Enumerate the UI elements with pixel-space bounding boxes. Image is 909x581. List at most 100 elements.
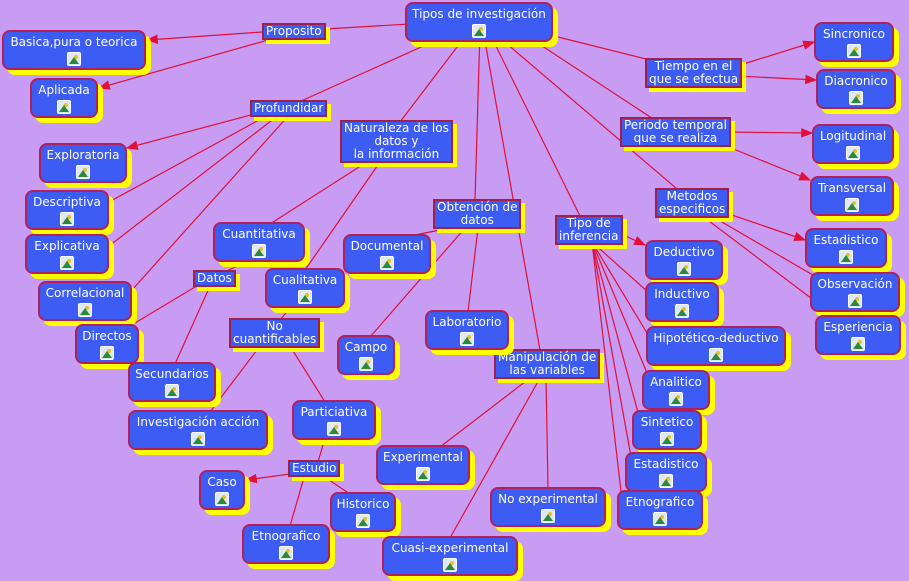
image-icon[interactable] — [848, 294, 862, 308]
concept-exploratoria[interactable]: Exploratoria — [39, 143, 127, 183]
concept-etnografico-2[interactable]: Etnografico — [617, 490, 703, 530]
link-label: Proposito — [266, 24, 322, 38]
connector-line — [736, 40, 816, 67]
image-icon[interactable] — [165, 384, 179, 398]
image-icon[interactable] — [669, 392, 683, 406]
concept-sintetico[interactable]: Sintetico — [632, 410, 702, 450]
image-icon[interactable] — [677, 262, 691, 276]
concept-etnografico-1[interactable]: Etnografico — [242, 524, 330, 564]
concept-laboratorio[interactable]: Laboratorio — [425, 310, 509, 350]
image-icon[interactable] — [846, 146, 860, 160]
image-icon[interactable] — [839, 250, 853, 264]
concept-diacronico[interactable]: Diacronico — [816, 69, 896, 109]
link-profundidar[interactable]: Profundidar — [250, 100, 328, 117]
image-icon[interactable] — [851, 337, 865, 351]
link-label: Tiempo en el — [654, 59, 733, 73]
image-icon[interactable] — [380, 256, 394, 270]
connector-line — [725, 128, 814, 138]
image-icon[interactable] — [653, 512, 667, 526]
connector-line — [545, 377, 549, 490]
image-icon[interactable] — [60, 212, 74, 226]
image-icon[interactable] — [252, 244, 266, 258]
image-icon[interactable] — [76, 165, 90, 179]
image-icon[interactable] — [298, 290, 312, 304]
image-icon[interactable] — [472, 24, 486, 38]
concept-campo[interactable]: Campo — [337, 335, 395, 375]
concept-estadistico-1[interactable]: Estadistico — [625, 452, 707, 492]
concept-investigacion-accion[interactable]: Investigación acción — [128, 410, 268, 450]
image-icon[interactable] — [60, 256, 74, 270]
concept-descriptiva[interactable]: Descriptiva — [25, 190, 109, 230]
image-icon[interactable] — [675, 304, 689, 318]
image-icon[interactable] — [845, 198, 859, 212]
link-label: Tipo de — [566, 216, 611, 230]
concept-estadistico-2[interactable]: Estadistico — [805, 228, 887, 268]
concept-cuasi-experimental[interactable]: Cuasi-experimental — [382, 536, 518, 576]
concept-label: Estadistico — [633, 457, 699, 471]
concept-experimental[interactable]: Experimental — [376, 445, 470, 485]
image-icon[interactable] — [359, 357, 373, 371]
image-icon[interactable] — [356, 514, 370, 528]
image-icon[interactable] — [709, 348, 723, 362]
concept-correlacional[interactable]: Correlacional — [38, 281, 132, 321]
image-icon[interactable] — [191, 432, 205, 446]
concept-observacion[interactable]: Observación — [810, 272, 900, 312]
image-icon[interactable] — [659, 474, 673, 488]
concept-no-experimental[interactable]: No experimental — [490, 487, 606, 527]
concept-transversal[interactable]: Transversal — [810, 176, 894, 216]
concept-label: Laboratorio — [432, 315, 502, 329]
image-icon[interactable] — [78, 303, 92, 317]
concept-aplicada[interactable]: Aplicada — [30, 78, 98, 118]
image-icon[interactable] — [327, 422, 341, 436]
connector-line — [399, 29, 471, 123]
link-label: la información — [353, 147, 440, 161]
concept-cuantitativa[interactable]: Cuantitativa — [213, 222, 305, 262]
image-icon[interactable] — [279, 546, 293, 560]
image-icon[interactable] — [443, 558, 457, 572]
image-icon[interactable] — [57, 100, 71, 114]
concept-hipotetico-deductivo[interactable]: Hipotético-deductivo — [646, 326, 786, 366]
image-icon[interactable] — [67, 52, 81, 66]
concept-label: Logitudinal — [819, 129, 887, 143]
link-datos[interactable]: Datos — [193, 270, 236, 287]
concept-tipos-de-investigacion[interactable]: Tipos de investigación — [405, 2, 553, 42]
concept-inductivo[interactable]: Inductivo — [645, 282, 719, 322]
concept-directos[interactable]: Directos — [75, 324, 139, 364]
concept-esperiencia[interactable]: Esperiencia — [815, 315, 901, 355]
concept-deductivo[interactable]: Deductivo — [645, 240, 723, 280]
image-icon[interactable] — [100, 346, 114, 360]
image-icon[interactable] — [215, 492, 229, 506]
connector-line — [97, 37, 276, 90]
image-icon[interactable] — [460, 332, 474, 346]
image-icon[interactable] — [416, 467, 430, 481]
concept-secundarios[interactable]: Secundarios — [128, 362, 216, 402]
concept-caso[interactable]: Caso — [199, 470, 245, 510]
concept-documental[interactable]: Documental — [343, 234, 431, 274]
image-icon[interactable] — [541, 509, 555, 523]
link-estudio[interactable]: Estudio — [288, 460, 341, 477]
concept-explicativa[interactable]: Explicativa — [25, 234, 109, 274]
concept-sincronico[interactable]: Sincronico — [814, 22, 894, 62]
connector-line — [482, 29, 541, 351]
image-icon[interactable] — [847, 44, 861, 58]
concept-historico[interactable]: Historico — [330, 492, 396, 532]
concept-label: Basica,pura o teorica — [10, 35, 138, 49]
concept-basica[interactable]: Basica,pura o teorica — [2, 30, 146, 70]
concept-cualitativa[interactable]: Cualitativa — [265, 268, 345, 308]
image-icon[interactable] — [849, 91, 863, 105]
concept-particiativa[interactable]: Particiativa — [292, 400, 376, 440]
link-proposito[interactable]: Proposito — [262, 23, 326, 40]
connector-line — [269, 159, 371, 225]
concept-label: Investigación acción — [136, 415, 260, 429]
concept-logitudinal[interactable]: Logitudinal — [812, 124, 894, 164]
concept-analitico[interactable]: Analitico — [642, 370, 710, 410]
image-icon[interactable] — [660, 432, 674, 446]
